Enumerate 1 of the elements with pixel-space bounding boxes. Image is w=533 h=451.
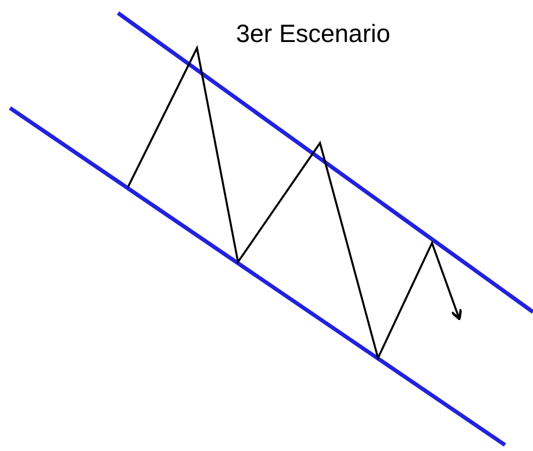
- diagram-title: 3er Escenario: [236, 20, 390, 49]
